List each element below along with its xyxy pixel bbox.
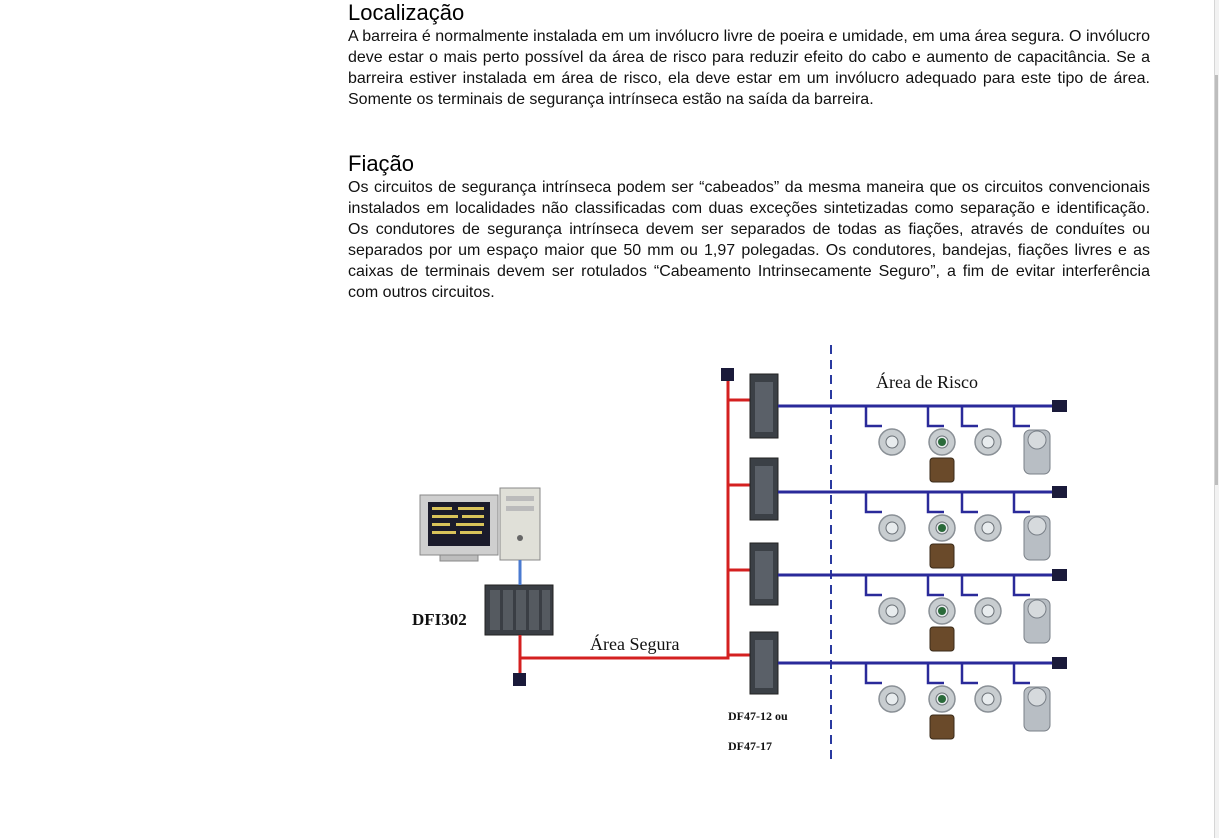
transmitter-window — [981, 521, 995, 535]
transmitter-window — [981, 692, 995, 706]
terminator-icon — [1052, 486, 1067, 498]
controller-label: DFI302 — [412, 610, 467, 629]
transmitter-display — [938, 438, 946, 446]
device-drop-wire — [864, 575, 882, 597]
positioner-icon — [929, 626, 955, 652]
transmitter-display — [938, 524, 946, 532]
section-title: Localização — [348, 0, 465, 25]
safe-area-label: Área Segura — [590, 633, 679, 654]
barrier-module-icon — [749, 542, 779, 606]
device-drop-wire — [926, 575, 944, 597]
device-drop-wire — [960, 663, 978, 685]
device-drop-wire — [960, 575, 978, 597]
section-body: Os circuitos de segurança intrínseca pod… — [348, 179, 1150, 301]
wiring-diagram: DFI302 Área Segura DF47-12 ou DF47-17 Ár… — [400, 330, 1100, 775]
device-drop-wire — [926, 406, 944, 428]
device-drop-wire — [864, 663, 882, 685]
section-title: Fiação — [348, 151, 415, 176]
terminator-icon — [1052, 569, 1067, 581]
transmitter-window — [885, 435, 899, 449]
transmitter-window — [885, 521, 899, 535]
device-drop-wire — [1012, 406, 1030, 428]
device-drop-wire — [864, 406, 882, 428]
terminator-icon — [721, 368, 734, 381]
barrier-module-icon — [749, 631, 779, 695]
flow-transmitter-head — [1027, 599, 1047, 619]
device-drop-wire — [926, 492, 944, 514]
positioner-icon — [929, 457, 955, 483]
flow-transmitter-head — [1027, 516, 1047, 536]
section-fiacao: Fiação Os circuitos de segurança intríns… — [348, 151, 1150, 303]
device-drop-wire — [926, 663, 944, 685]
terminator-icon — [1052, 400, 1067, 412]
barrier-module-icon — [749, 457, 779, 521]
barrier-modules — [749, 373, 779, 695]
device-drop-wire — [1012, 492, 1030, 514]
section-localizacao: Localização A barreira é normalmente ins… — [348, 0, 1150, 110]
hazard-area-label: Área de Risco — [876, 371, 978, 392]
barrier-label-1: DF47-12 ou — [728, 709, 788, 723]
transmitter-window — [981, 435, 995, 449]
flow-transmitter-head — [1027, 687, 1047, 707]
workstation-icon — [419, 487, 541, 562]
positioner-icon — [929, 543, 955, 569]
wiring-diagram-svg: DFI302 Área Segura DF47-12 ou DF47-17 Ár… — [412, 345, 1067, 765]
device-drop-wire — [960, 406, 978, 428]
transmitter-window — [885, 604, 899, 618]
scroll-indicator — [1215, 75, 1218, 485]
barrier-module-icon — [749, 373, 779, 439]
transmitter-display — [938, 695, 946, 703]
section-body: A barreira é normalmente instalada em um… — [348, 28, 1150, 108]
hazard-area-segments — [778, 400, 1067, 740]
dfi302-rack-icon — [484, 584, 554, 636]
device-drop-wire — [1012, 663, 1030, 685]
transmitter-window — [981, 604, 995, 618]
terminator-icon — [513, 673, 526, 686]
positioner-icon — [929, 714, 955, 740]
flow-transmitter-head — [1027, 430, 1047, 450]
device-drop-wire — [960, 492, 978, 514]
transmitter-window — [885, 692, 899, 706]
barrier-label-2: DF47-17 — [728, 739, 772, 753]
device-drop-wire — [1012, 575, 1030, 597]
terminator-icon — [1052, 657, 1067, 669]
transmitter-display — [938, 607, 946, 615]
device-drop-wire — [864, 492, 882, 514]
